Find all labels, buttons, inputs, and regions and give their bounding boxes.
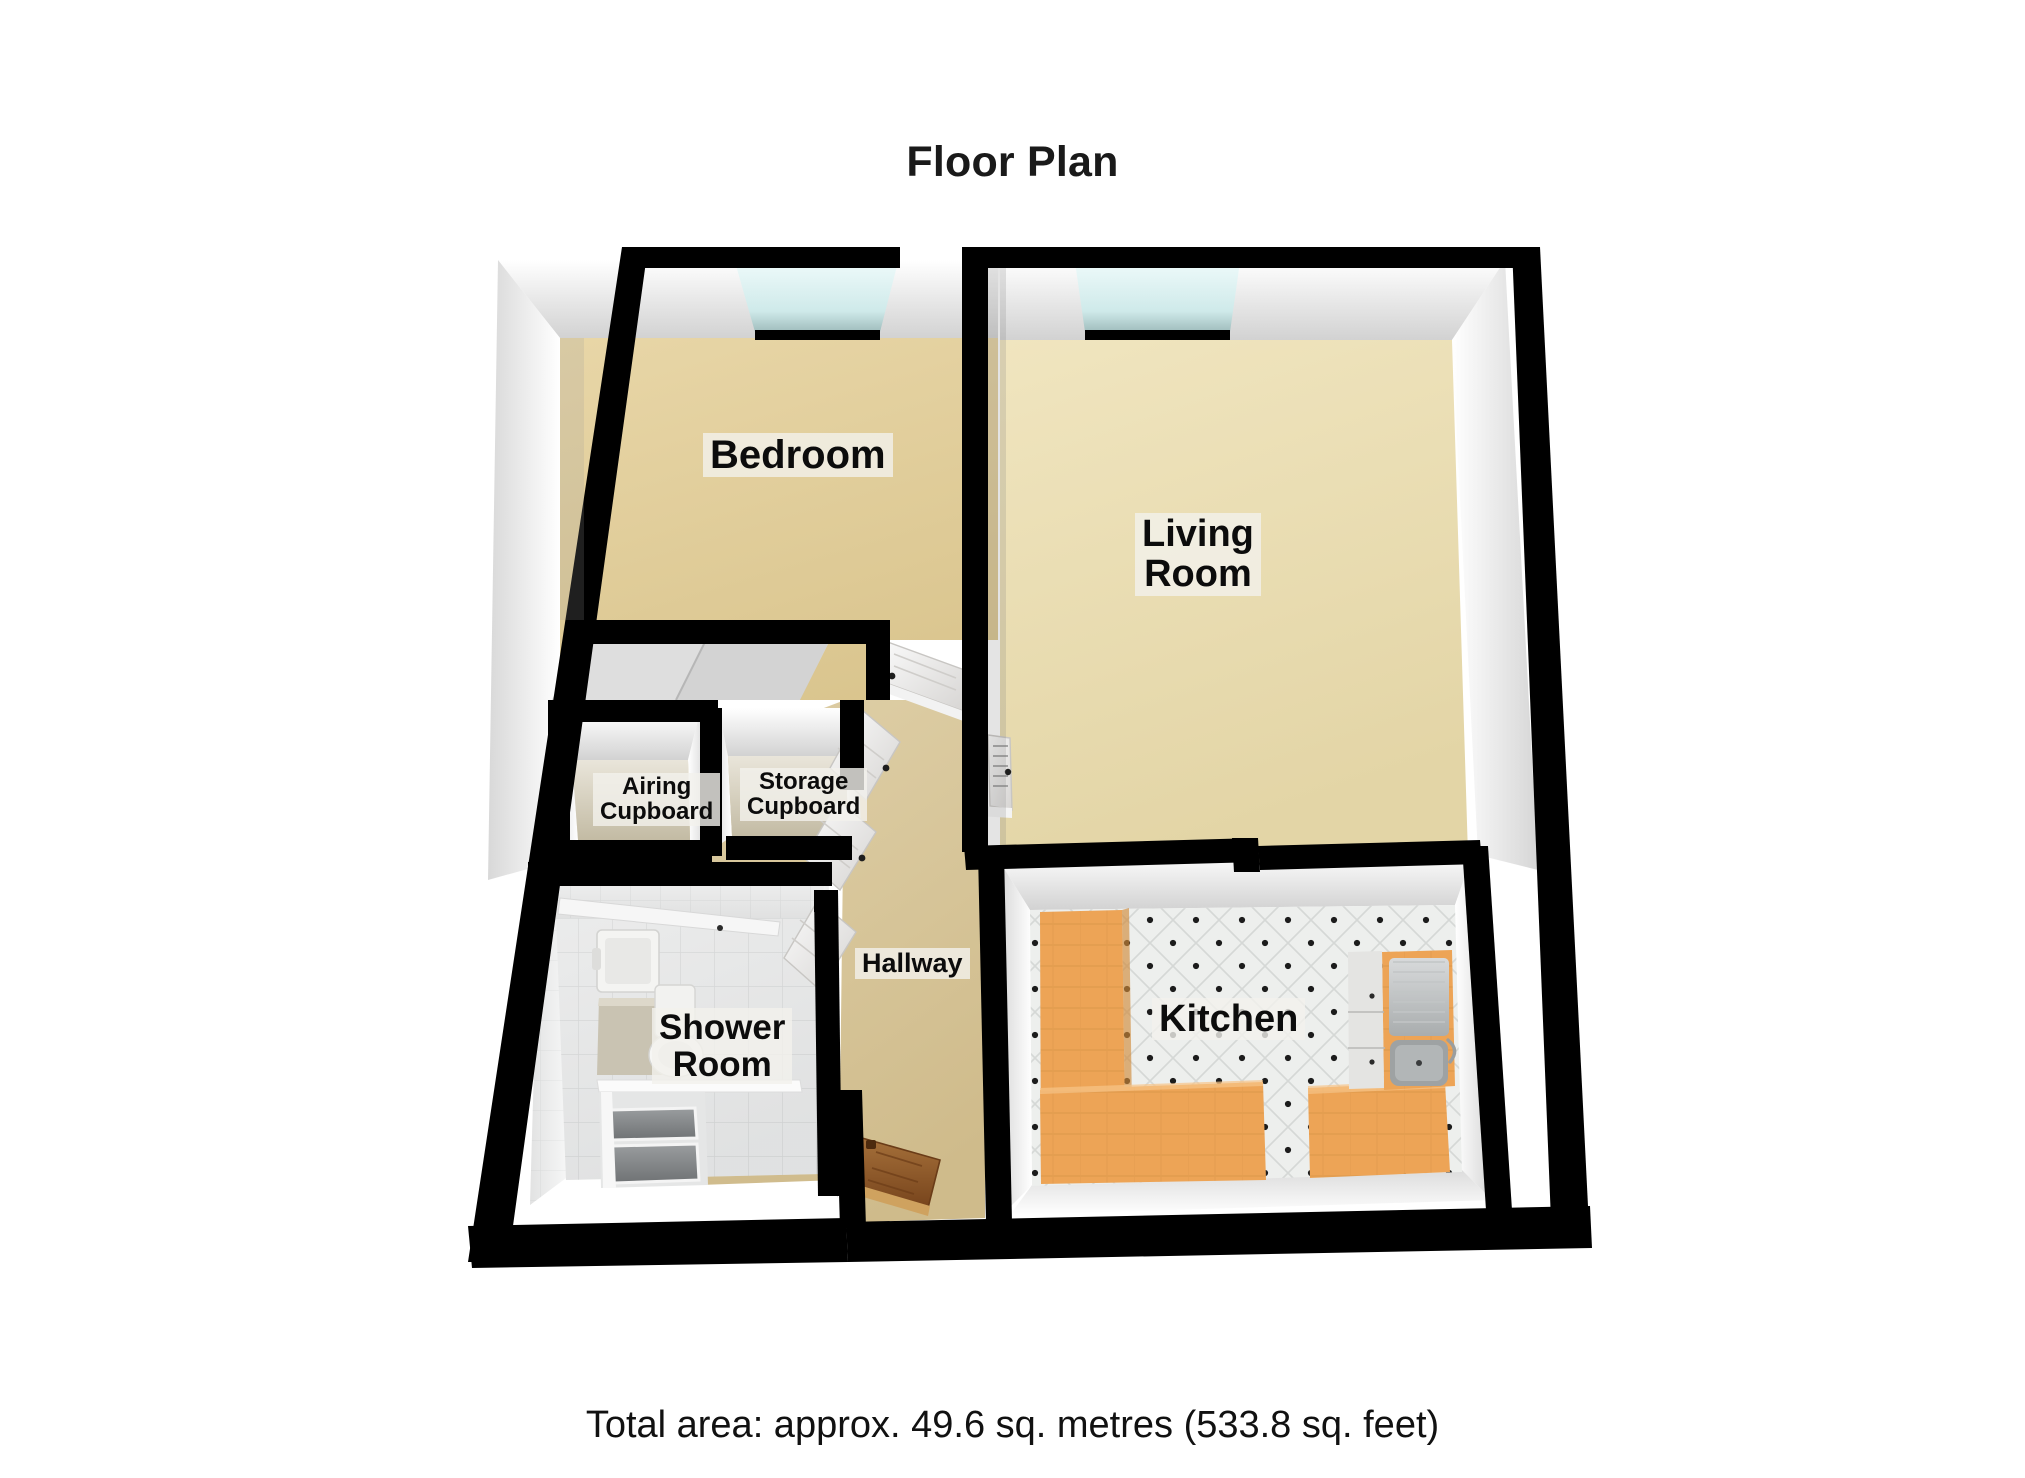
shower-enclosure	[596, 1079, 803, 1188]
depth-shading	[560, 268, 1006, 845]
kitchen-sink	[1389, 958, 1457, 1086]
room-label-living-room: Living Room	[1135, 513, 1261, 596]
kitchen-counter-right	[1308, 1080, 1450, 1178]
room-label-kitchen: Kitchen	[1152, 998, 1306, 1041]
room-label-airing-cupboard: Airing Cupboard	[593, 773, 721, 826]
window-living	[1075, 258, 1240, 340]
room-label-storage-cupboard: Storage Cupboard	[740, 768, 868, 821]
door-bedroom[interactable]	[877, 639, 971, 722]
door-living[interactable]	[978, 734, 1013, 818]
room-label-shower-room: Shower Room	[652, 1008, 793, 1085]
shower-shelf	[557, 897, 781, 937]
wash-basin	[592, 929, 660, 993]
kitchen-counter-bottom	[1040, 1080, 1266, 1184]
bedroom-closet-run	[552, 622, 836, 701]
room-label-hallway: Hallway	[855, 948, 970, 979]
room-label-bedroom: Bedroom	[703, 433, 893, 478]
page-title: Floor Plan	[906, 138, 1119, 186]
total-area-caption: Total area: approx. 49.6 sq. metres (533…	[585, 1404, 1440, 1446]
wall-outlines	[468, 247, 1592, 1268]
window-bedroom	[735, 258, 898, 340]
room-kitchen	[1000, 852, 1492, 1215]
kitchen-appliance	[1348, 951, 1385, 1089]
room-living	[1000, 260, 1538, 870]
